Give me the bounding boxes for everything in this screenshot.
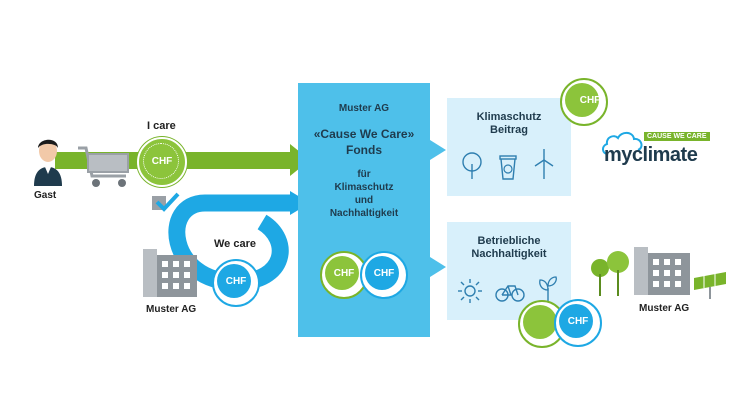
tree-icon <box>462 152 482 179</box>
fund-name: «Cause We Care» <box>313 127 415 141</box>
climate-contribution-box: Klimaschutz Beitrag <box>447 98 571 196</box>
climate-title-line-2: Beitrag <box>490 124 528 136</box>
guest-label: Gast <box>34 190 57 201</box>
company-building-right-icon <box>634 247 690 295</box>
company-building-left-icon <box>143 249 197 297</box>
cloud-icon <box>602 131 643 155</box>
we-care-coin: CHF <box>212 259 260 307</box>
fund-line-1: für <box>357 169 371 180</box>
bicycle-icon <box>495 285 525 302</box>
fund-company: Muster AG <box>338 103 390 114</box>
fund-to-climate-arrow <box>430 140 446 160</box>
fund-line-2: Klimaschutz <box>334 182 394 193</box>
fund-to-sustain-arrow <box>430 257 446 277</box>
i-care-coin: CHF <box>137 137 187 187</box>
climate-title-line-1: Klimaschutz <box>476 111 542 123</box>
company-right-label: Muster AG <box>639 303 690 314</box>
company-left-label: Muster AG <box>146 304 197 315</box>
fund-box: Muster AG «Cause We Care» Fonds für Klim… <box>298 83 430 337</box>
myclimate-logo: CAUSE WE CARE myclimate <box>600 130 730 166</box>
we-care-label: We care <box>214 238 256 250</box>
i-care-label: I care <box>147 120 176 132</box>
sun-icon <box>458 279 482 303</box>
fund-kind: Fonds <box>346 143 382 157</box>
shopping-cart-icon <box>78 146 129 187</box>
sustain-title-line-1: Betriebliche <box>477 235 541 247</box>
trees-icon <box>591 251 629 296</box>
sustain-title-line-2: Nachhaltigkeit <box>471 248 547 260</box>
sustain-blue-coin: CHF <box>554 299 602 347</box>
fund-blue-coin: CHF <box>360 251 408 299</box>
climate-coin: CHF <box>560 78 608 126</box>
recycle-bin-icon <box>499 155 517 180</box>
guest-avatar-icon <box>34 139 62 186</box>
brand-tagline: CAUSE WE CARE <box>644 132 710 141</box>
checkbox-icon <box>152 192 180 212</box>
brand-name: myclimate <box>604 144 698 166</box>
wind-turbine-icon <box>534 149 554 179</box>
fund-line-3: und <box>354 195 374 206</box>
fund-line-4: Nachhaltigkeit <box>329 208 399 219</box>
solar-panel-icon <box>694 272 726 299</box>
